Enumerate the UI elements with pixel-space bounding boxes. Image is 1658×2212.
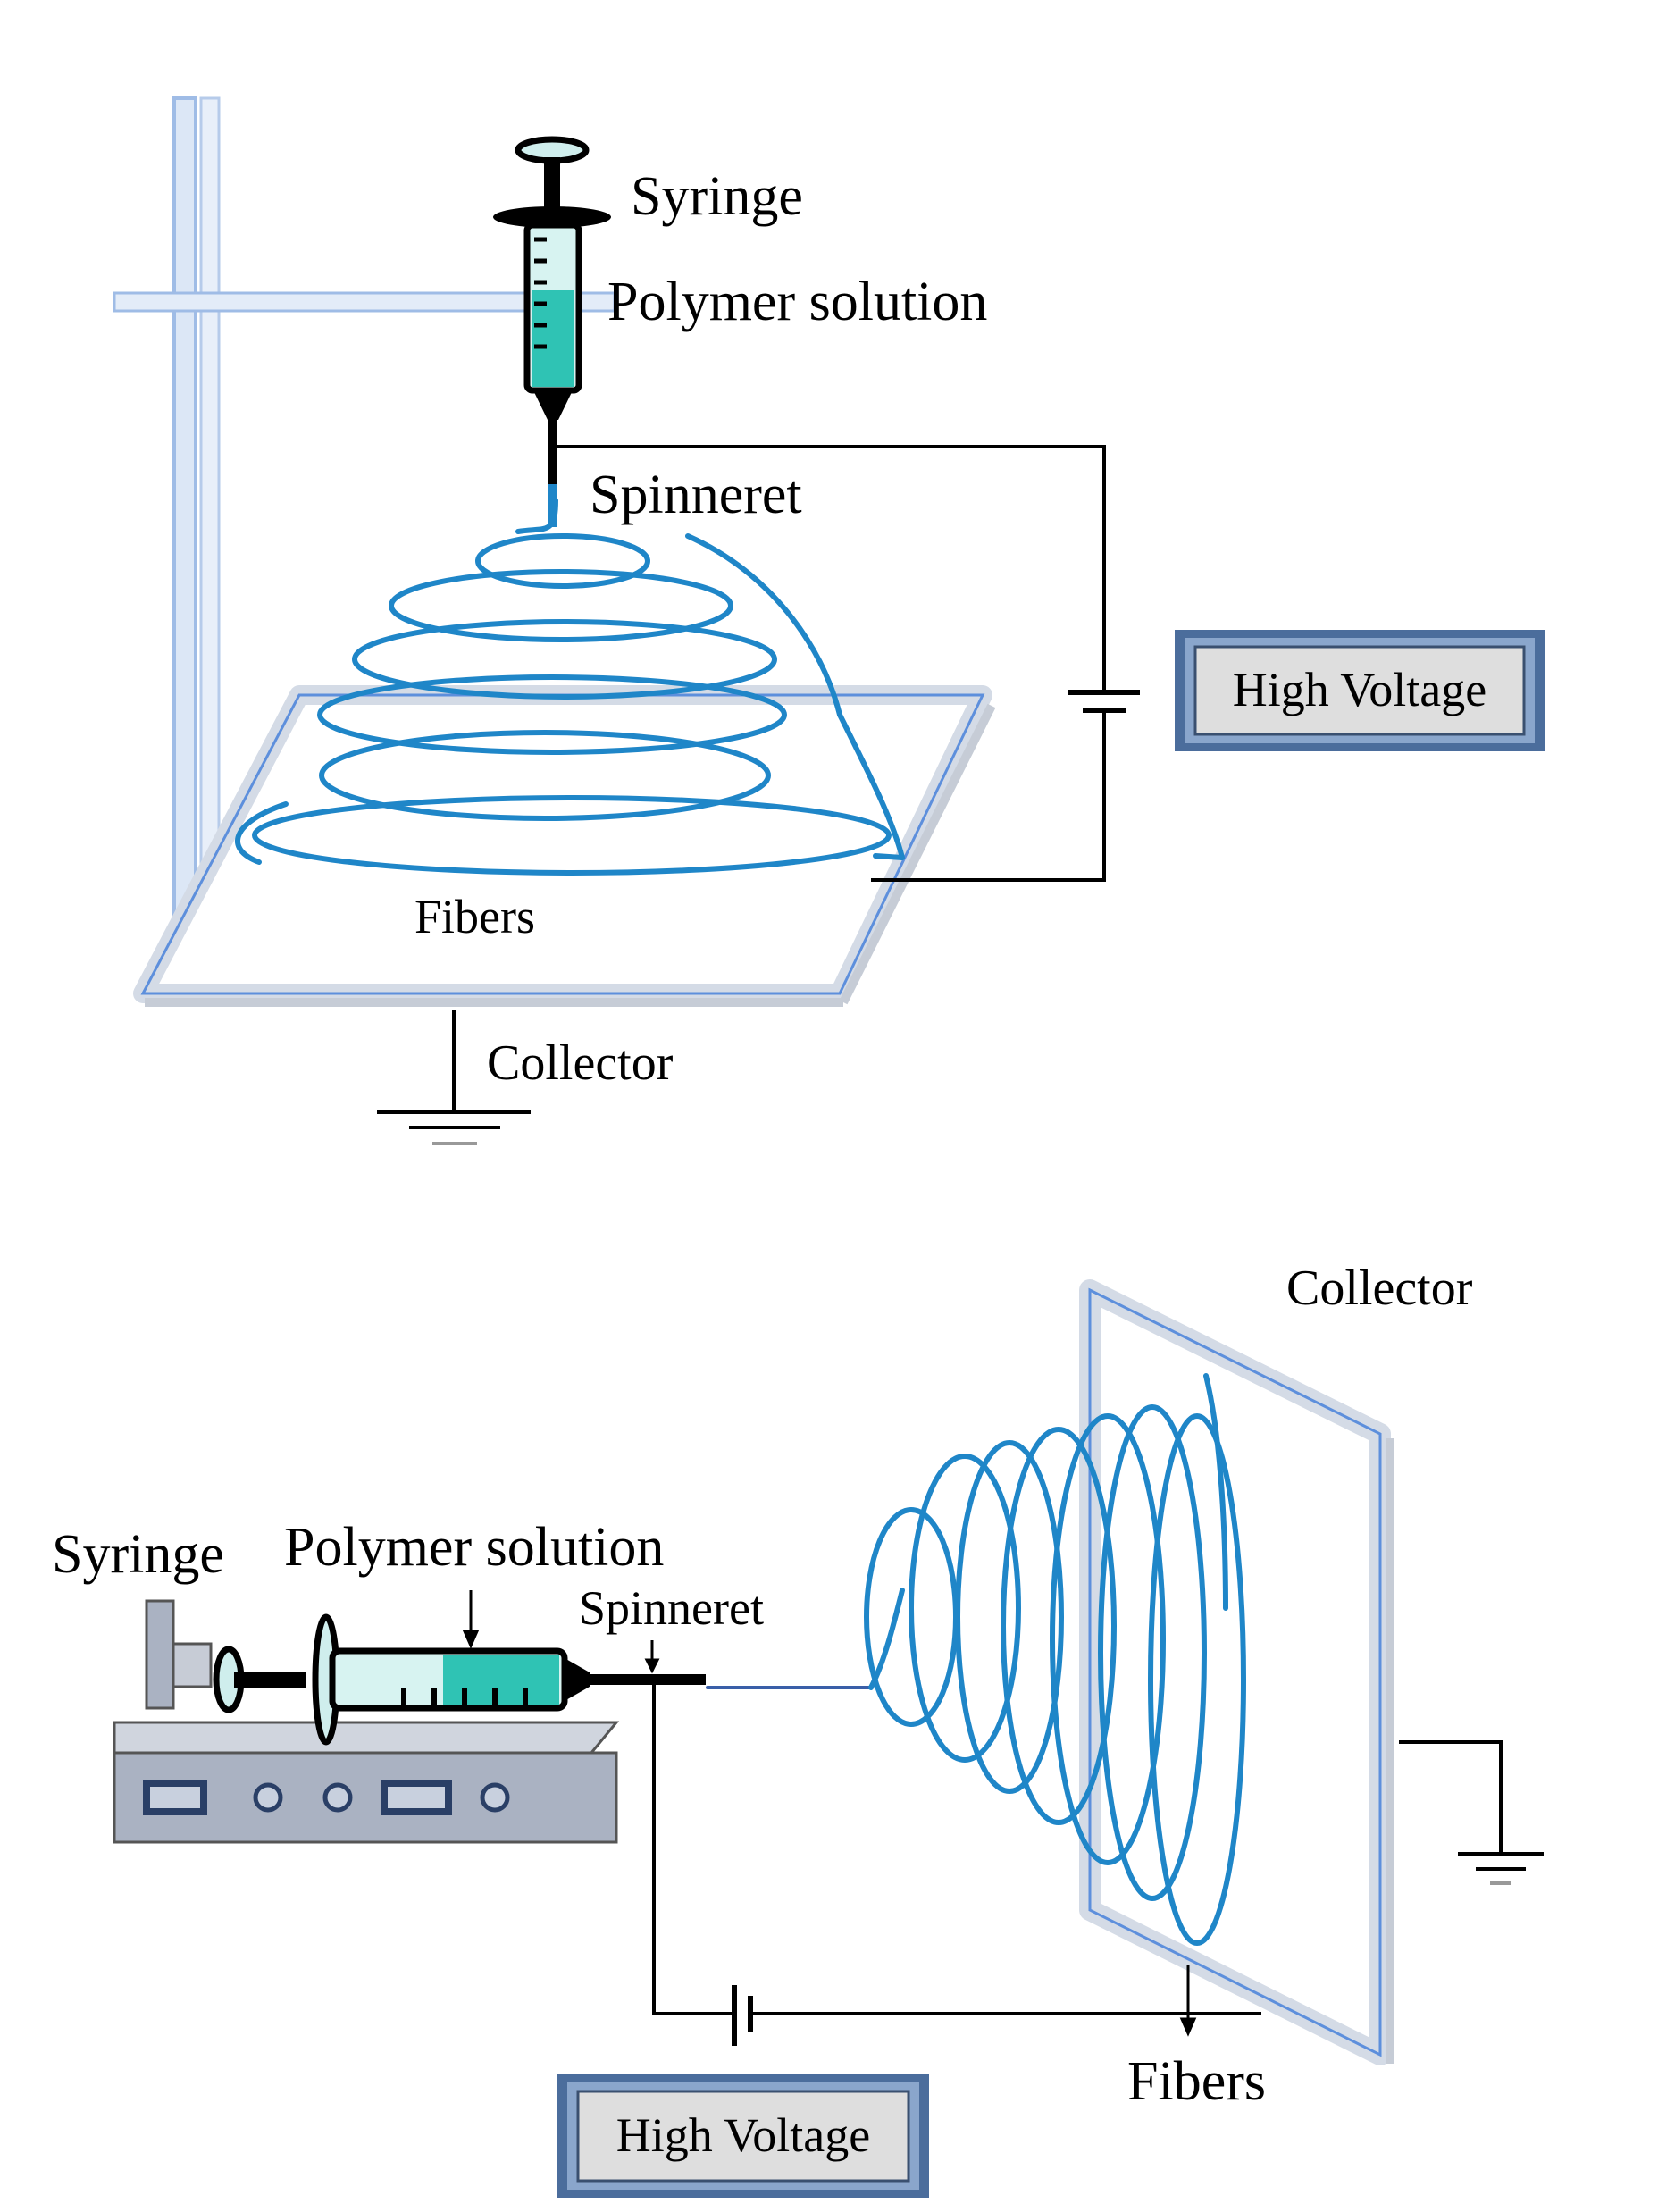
syringe-label: Syringe	[52, 1524, 224, 1585]
vertical-setup: High Voltage Syringe Polymer solution Sp…	[113, 96, 1545, 1145]
circuit-top	[557, 445, 1106, 882]
polymer-solution-label: Polymer solution	[607, 272, 987, 332]
spinneret-label: Spinneret	[590, 465, 802, 525]
circuit-bottom	[652, 1683, 1503, 2015]
syringe-pump-icon	[113, 1599, 620, 1844]
syringe-horizontal-icon	[213, 1613, 706, 1746]
battery-icon	[1068, 690, 1140, 713]
high-voltage-label: High Voltage	[1233, 663, 1487, 716]
collector-plate-vertical	[1079, 1279, 1394, 2065]
battery-icon	[732, 1985, 753, 2046]
high-voltage-label: High Voltage	[616, 2108, 871, 2162]
polymer-solution-label: Polymer solution	[284, 1517, 664, 1578]
fiber-coil-top	[235, 498, 905, 876]
collector-label: Collector	[1286, 1261, 1473, 1316]
ground-icon	[1458, 1852, 1544, 1885]
collector-label: Collector	[487, 1035, 674, 1091]
ground-icon	[377, 1010, 531, 1145]
fibers-label: Fibers	[1127, 2051, 1266, 2112]
fibers-label: Fibers	[414, 890, 535, 943]
syringe-icon	[493, 136, 611, 484]
high-voltage-box: High Voltage	[557, 2074, 929, 2198]
fiber-coil-bottom	[706, 1373, 1246, 1946]
spinneret-label: Spinneret	[579, 1581, 764, 1635]
lab-stand	[113, 96, 616, 980]
collector-plate	[133, 685, 996, 1007]
pointer-arrows	[462, 1590, 1197, 2037]
horizontal-setup: High Voltage Syringe Polymer solution Sp…	[52, 1261, 1544, 2198]
syringe-label: Syringe	[631, 166, 803, 227]
high-voltage-box: High Voltage	[1175, 630, 1545, 751]
